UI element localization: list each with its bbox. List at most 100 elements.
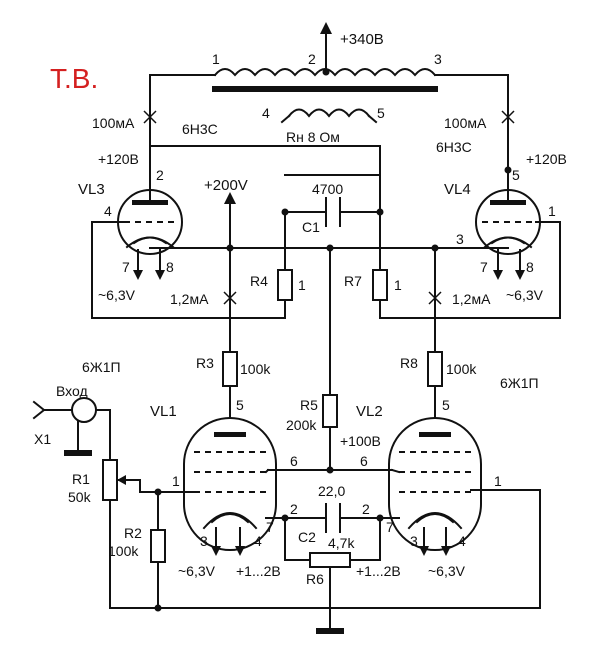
vl2-pin-1: 1 (494, 473, 502, 489)
vl3-heater: ~6,3V (98, 287, 136, 303)
r3-value: 100k (240, 361, 271, 377)
vl1-pin-2: 2 (290, 501, 298, 517)
load-label: Rн 8 Ом (286, 129, 340, 145)
transformer-pin-2: 2 (308, 51, 316, 67)
r7-pin: 1 (394, 277, 402, 293)
r3-name: R3 (196, 355, 214, 371)
vl1-name: VL1 (150, 403, 177, 420)
voltage-120-left: +120В (98, 151, 139, 167)
current-100-left: 100мА (92, 115, 135, 131)
vl2-pin-2: 2 (362, 501, 370, 517)
r4-name: R4 (250, 273, 268, 289)
current-mark-12-right (428, 291, 442, 305)
wire-vl3-grid (91, 221, 286, 319)
c1-name: C1 (302, 219, 320, 235)
current-mark-12-left (223, 291, 237, 305)
tube-vl3: VL3 2 4 7 8 ~6,3V (78, 167, 183, 303)
vl2-name: VL2 (356, 403, 383, 420)
schematic-title: Т.В. (50, 63, 98, 94)
c1-value: 4700 (312, 181, 343, 197)
capacitor-c2: 22,0 C2 4,7k (265, 483, 400, 561)
r4-pin: 1 (298, 277, 306, 293)
tube-type-bottom-left: 6Ж1П (82, 359, 121, 375)
vl4-pin-5: 5 (512, 167, 520, 183)
wire-vl4-grid (379, 221, 561, 319)
wire-anode-vl3 (149, 74, 216, 176)
current-12-right: 1,2мА (452, 291, 491, 307)
vl4-pin-1: 1 (548, 203, 556, 219)
resistor-r5: R5 200k (286, 247, 338, 471)
tube-type-top-right: 6Н3С (436, 139, 472, 155)
current-mark-left (143, 110, 157, 124)
supply-340v: +340В (320, 22, 384, 76)
r7-name: R7 (344, 273, 362, 289)
vl1-pin-5: 5 (236, 397, 244, 413)
vl4-heater: ~6,3V (506, 287, 544, 303)
voltage-100: +100В (340, 433, 381, 449)
r5-value: 200k (286, 417, 317, 433)
vl2-pin-5: 5 (442, 397, 450, 413)
resistor-r6: R6 +1...2В (306, 552, 401, 634)
potentiometer-r1: R1 50k (68, 459, 195, 505)
c2-name: C2 (298, 529, 316, 545)
vl1-bias: +1...2В (236, 563, 281, 579)
r2-value: 100k (108, 543, 139, 559)
vl1-pin-4: 4 (254, 533, 262, 549)
input-connector-name: X1 (34, 431, 51, 447)
supply-340v-label: +340В (340, 31, 384, 48)
vl4-pin-3: 3 (456, 231, 464, 247)
tube-type-bottom-right: 6Ж1П (500, 375, 539, 391)
vl4-pin-8: 8 (526, 259, 534, 275)
c2-value-bottom: 4,7k (328, 535, 355, 551)
vl3-name: VL3 (78, 181, 105, 198)
supply-200v-label: +200V (204, 177, 248, 194)
vl2-pin-3: 3 (410, 533, 418, 549)
current-12-left: 1,2мА (170, 291, 209, 307)
r8-value: 100k (446, 361, 477, 377)
c2-value-top: 22,0 (318, 483, 345, 499)
vl3-pin-7: 7 (122, 259, 130, 275)
input-connector: Вход X1 (32, 383, 111, 461)
capacitor-c1: 4700 C1 (281, 174, 381, 271)
tube-vl2: VL2 5 6 2 7 1 3 4 ~6,3V (356, 397, 502, 579)
vl1-pin-3: 3 (200, 533, 208, 549)
wire-vl2-screen (390, 468, 401, 474)
input-label: Вход (56, 383, 88, 399)
r8-name: R8 (400, 355, 418, 371)
wire-vl2-grid-return (109, 489, 541, 609)
vl2-heater: ~6,3V (428, 563, 466, 579)
tube-type-top-left: 6Н3С (182, 121, 218, 137)
transformer-pin-1: 1 (212, 51, 220, 67)
vl2-pin-6: 6 (360, 453, 368, 469)
r6-name: R6 (306, 571, 324, 587)
vl1-pin-1: 1 (172, 473, 180, 489)
voltage-120-right: +120В (526, 151, 567, 167)
r2-name: R2 (124, 525, 142, 541)
resistor-r7: R7 1 (344, 269, 402, 301)
r1-value: 50k (68, 489, 92, 505)
transformer-pin-3: 3 (434, 51, 442, 67)
resistor-r2: R2 100k (108, 491, 166, 612)
vl1-pin-6: 6 (290, 453, 298, 469)
wire-anode-cross (149, 145, 381, 271)
vl3-pin-4: 4 (104, 203, 112, 219)
r1-name: R1 (72, 471, 90, 487)
vl2-pin-7: 7 (386, 519, 394, 535)
resistor-r3: R3 100k (196, 351, 271, 387)
r6-bias: +1...2В (356, 563, 401, 579)
vl1-heater: ~6,3V (178, 563, 216, 579)
vl4-pin-7: 7 (480, 259, 488, 275)
r5-name: R5 (300, 397, 318, 413)
vl3-pin-8: 8 (166, 259, 174, 275)
wire-anode-vl4 (434, 74, 509, 171)
vl2-pin-4: 4 (458, 533, 466, 549)
tube-vl1: VL1 5 6 1 2 7 3 4 ~6,3V +1...2В (150, 397, 298, 579)
vl1-pin-7: 7 (266, 519, 274, 535)
transformer-pin-4: 4 (262, 105, 270, 121)
wire-vl1-screen (264, 468, 270, 474)
supply-200v: +200V (204, 177, 248, 249)
current-100-right: 100мА (444, 115, 487, 131)
current-mark-right (501, 110, 515, 124)
vl4-name: VL4 (444, 181, 471, 198)
